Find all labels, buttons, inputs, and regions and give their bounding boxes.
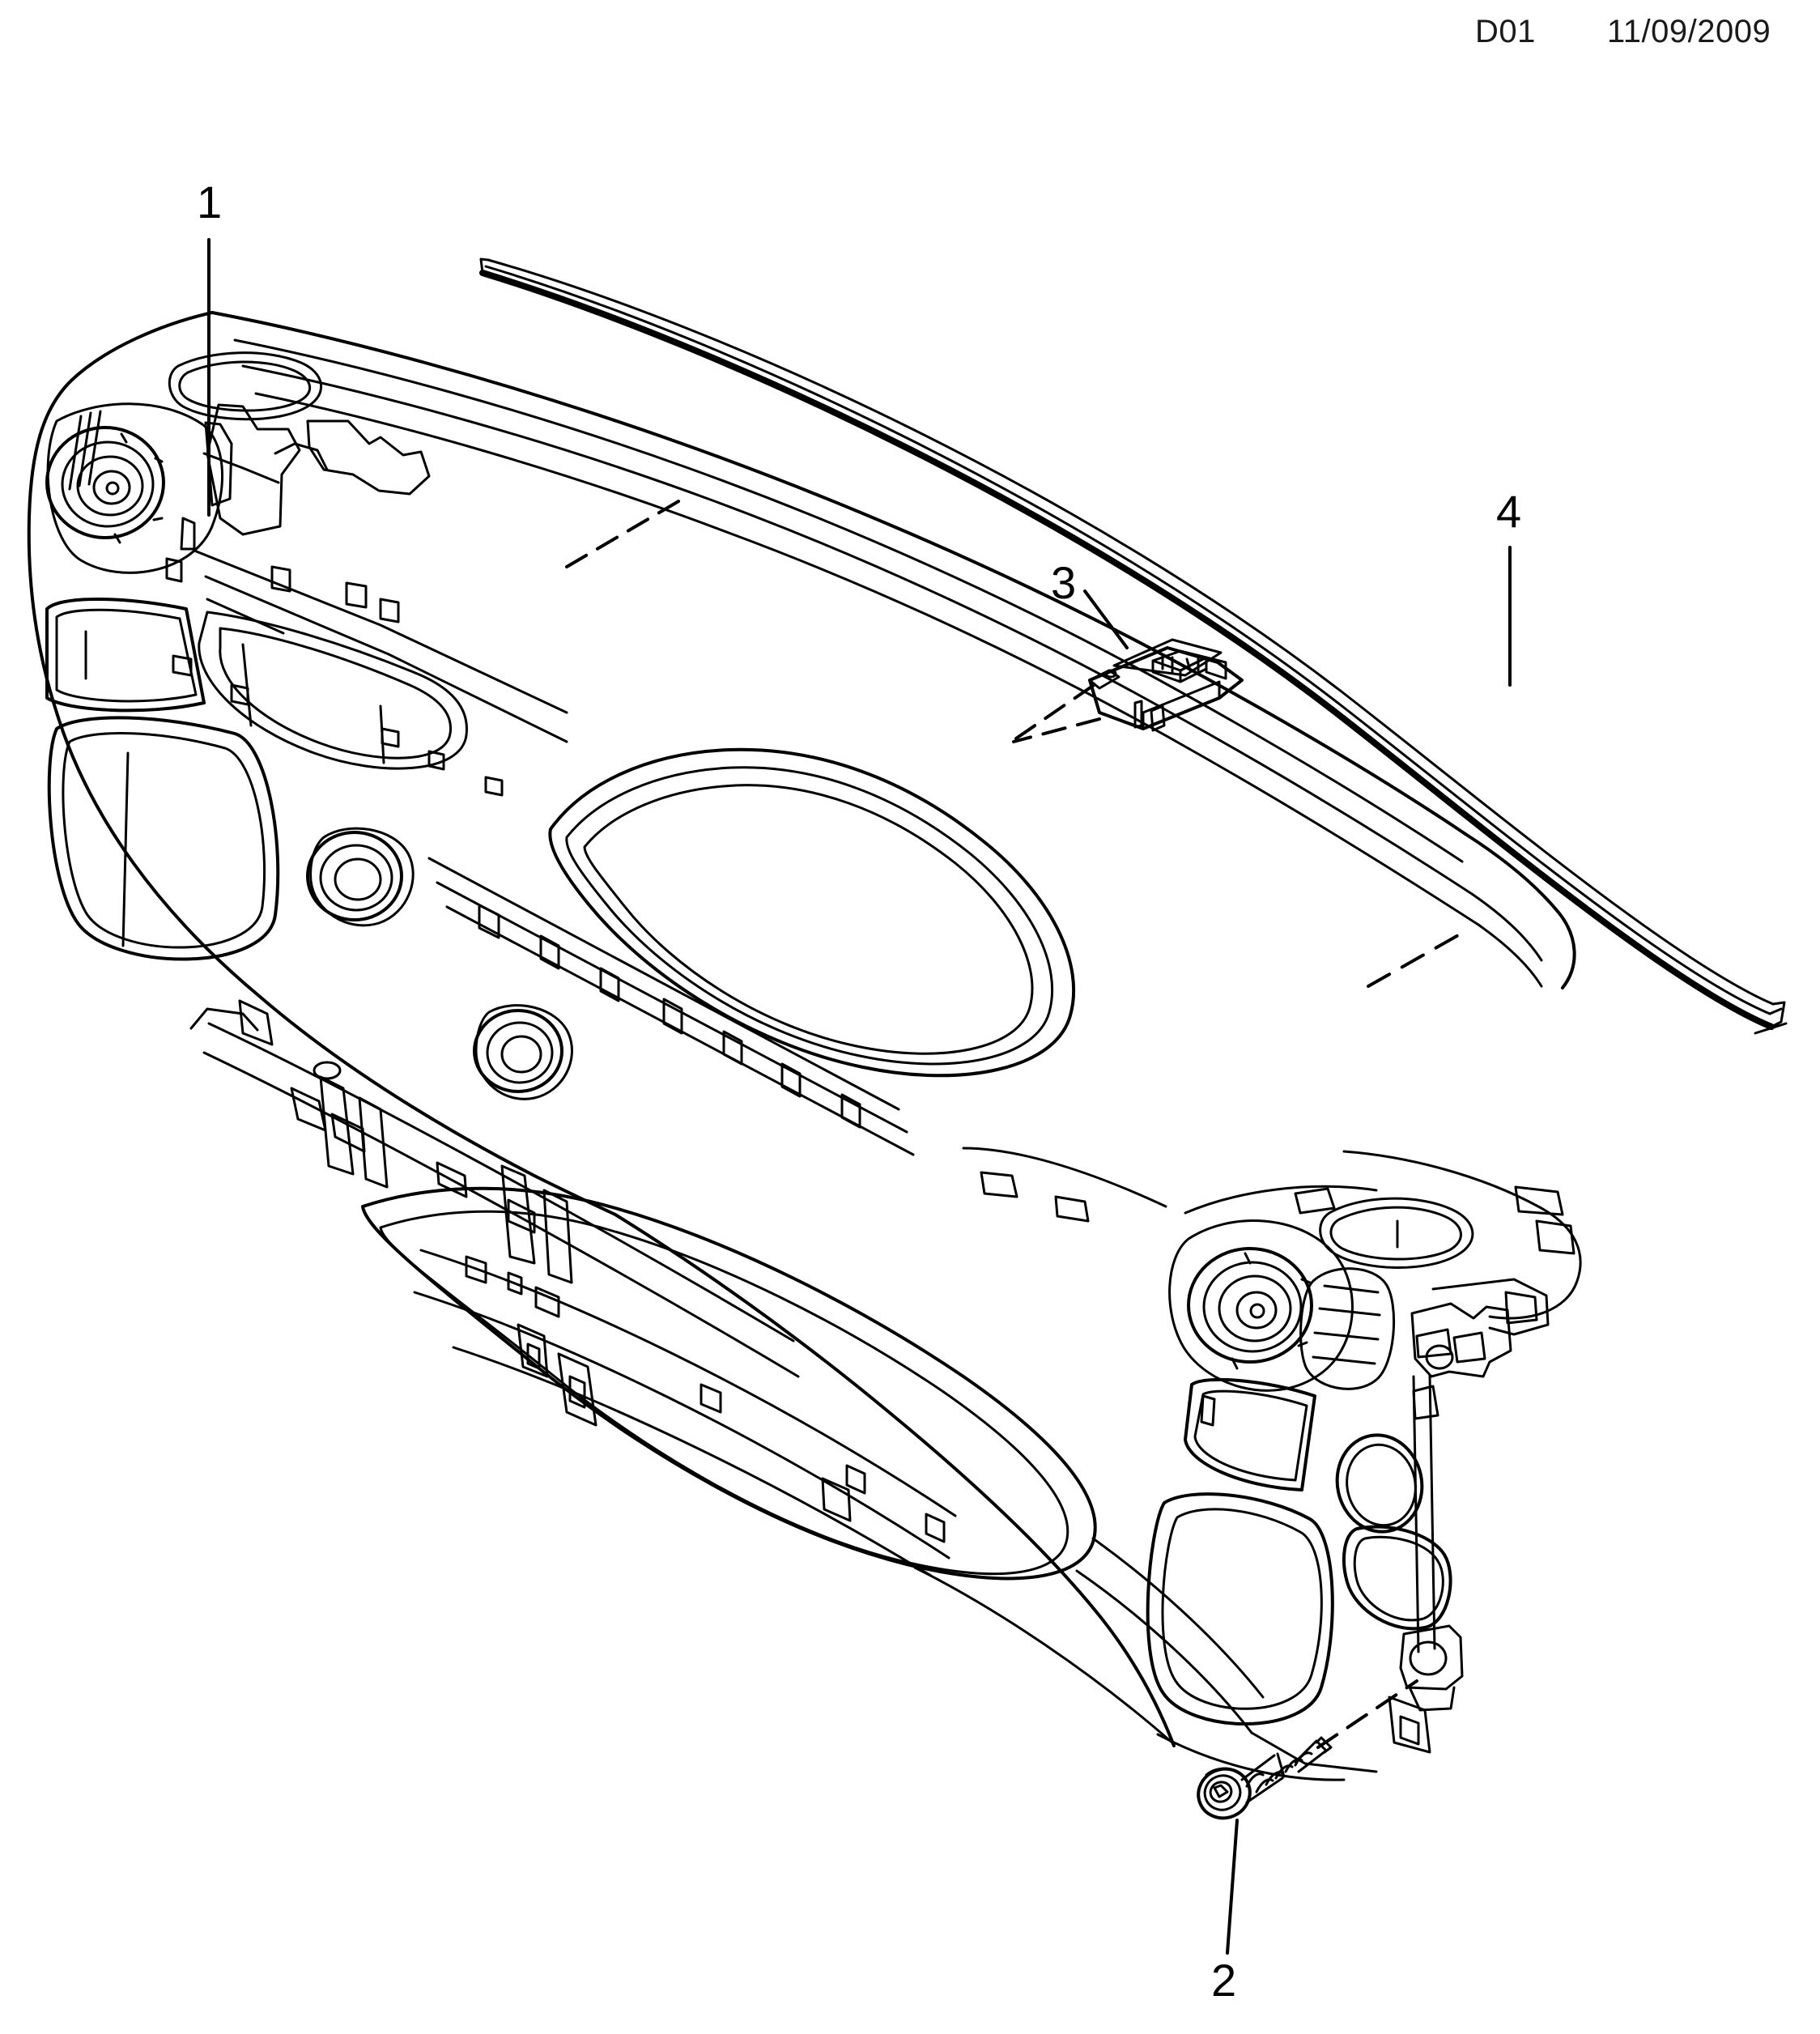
right-defroster-opening (1319, 1197, 1474, 1270)
callout-number-2: 2 (1211, 1955, 1237, 2006)
right-round-air-vent (1168, 1219, 1354, 1392)
panel-dashed-locators (565, 499, 1103, 740)
right-side-demister-grille (1299, 1267, 1396, 1390)
retainer-clip-dashed-locator (1012, 717, 1101, 743)
callout-number-3: 3 (1051, 557, 1077, 608)
left-rect-opening (45, 598, 206, 713)
left-defroster-opening (168, 351, 322, 421)
center-right-round-vent (473, 1004, 573, 1100)
callout-number-1: 1 (197, 177, 223, 228)
upper-trim-strip (479, 257, 1788, 1035)
retainer-clip (1088, 638, 1244, 732)
left-round-air-vent (45, 402, 223, 574)
left-side-demister-slats (68, 410, 102, 491)
lower-support-brackets (319, 1075, 852, 1522)
callout-3-leader (1083, 589, 1129, 649)
center-display-recess (548, 747, 1076, 1078)
mounting-screw-dashed-locator (1316, 1679, 1418, 1749)
center-console-slats (427, 857, 915, 1156)
lower-center-housing (361, 1186, 1097, 1581)
callout-number-4: 4 (1496, 486, 1522, 537)
left-lower-rail (189, 999, 800, 1378)
right-rect-opening (1184, 1377, 1316, 1491)
right-lower-opening (1146, 1492, 1334, 1725)
center-left-round-vent (306, 827, 415, 927)
right-lower-seams (913, 1537, 1378, 1781)
right-upper-rail (962, 1147, 1378, 1223)
left-internal-ribs (165, 403, 568, 797)
page-header: D01 11/09/2009 (0, 0, 1820, 73)
right-side-frame (1342, 1150, 1582, 1320)
callout-2-leader (1226, 1819, 1239, 1955)
instrument-panel-body (27, 311, 1582, 1781)
mounting-screw (1197, 1736, 1333, 1820)
left-lower-opening (47, 716, 280, 961)
trim-strip-dashed-locator (1367, 930, 1467, 988)
revision-date: 11/09/2009 (1607, 14, 1771, 49)
sheet-code: D01 (1475, 14, 1536, 49)
